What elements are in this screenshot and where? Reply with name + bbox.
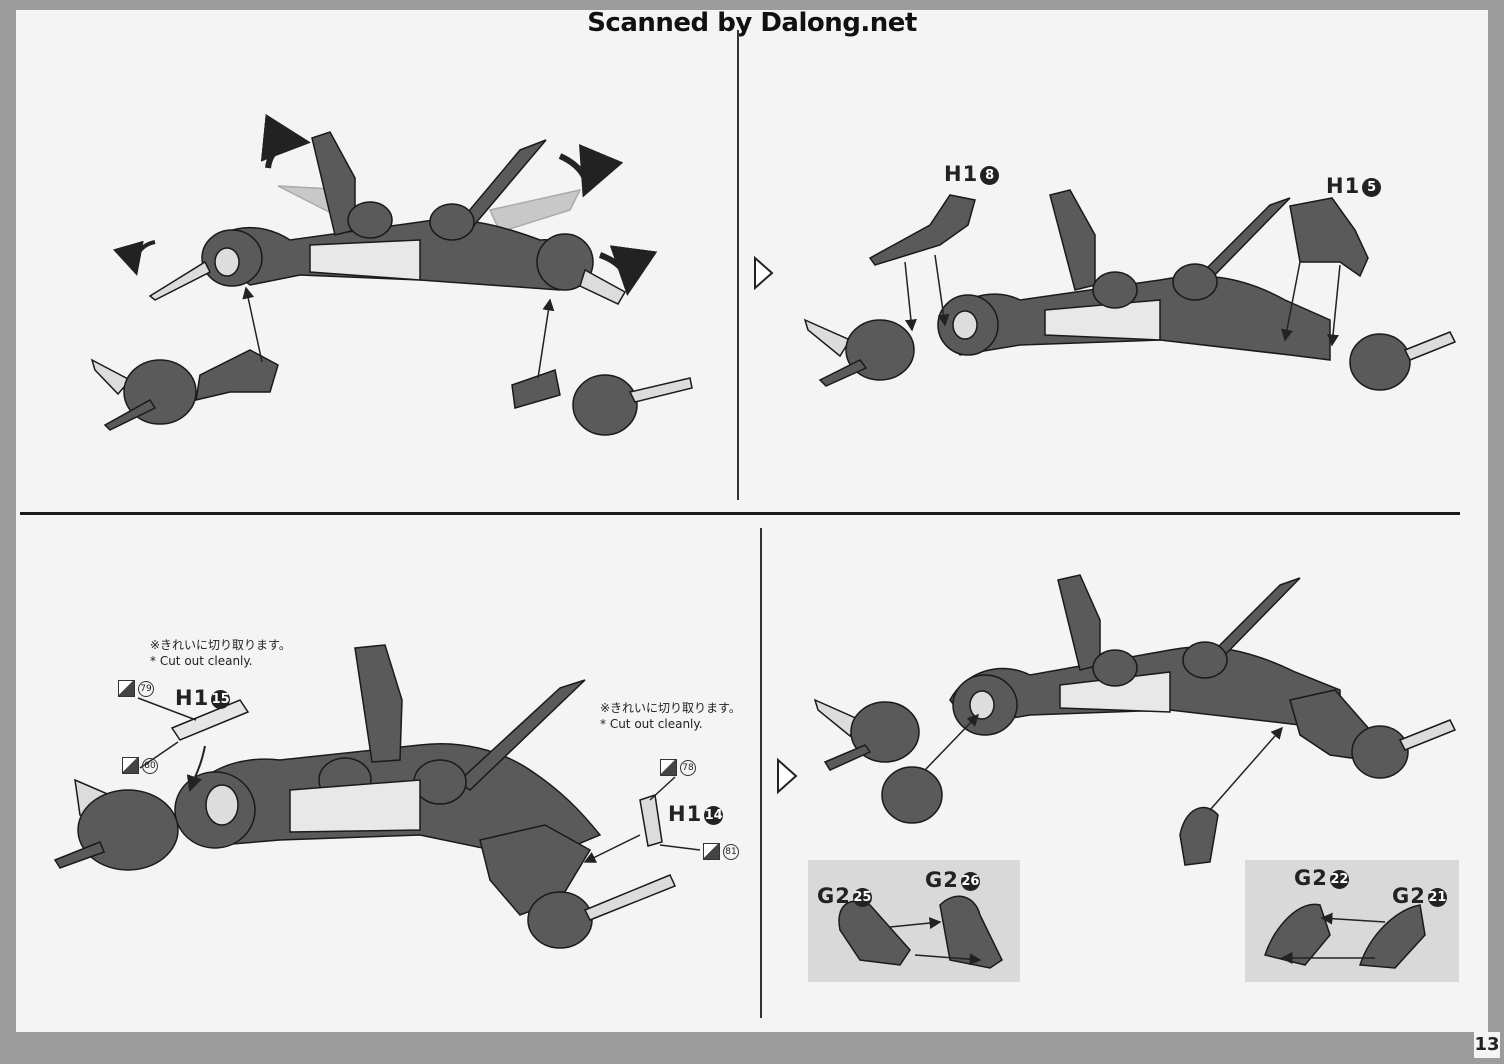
part-number-badge: 21 [1427,888,1447,907]
cut-note-jp: ※きれいに切り取ります。 [600,701,741,715]
runner-name: H1 [175,686,210,710]
part-number-badge: 5 [1362,178,1382,197]
assembly-arrows-top-left [112,113,658,379]
horizontal-divider [20,512,1460,515]
sticker-79: 79 [118,680,154,697]
cut-note-en: * Cut out cleanly. [150,654,253,668]
cut-note-jp: ※きれいに切り取ります。 [150,638,291,652]
runner-name: H1 [668,802,703,826]
step-pointer-icon [754,255,798,795]
sticker-icon [703,843,720,860]
assembly-arrows-top-right [904,254,1341,347]
sticker-81: 81 [703,843,739,860]
cut-note-en: * Cut out cleanly. [600,717,703,731]
sticker-icon [118,680,135,697]
vertical-divider-top [737,30,739,500]
sticker-icon [660,759,677,776]
ship-assembly-bottom-left [53,644,677,949]
watermark: Scanned by Dalong.net [587,8,917,38]
sticker-78: 78 [660,759,696,776]
vertical-divider-bottom [760,528,762,1018]
part-number-badge: 25 [852,888,872,907]
cut-note-left: ※きれいに切り取ります。 * Cut out cleanly. [150,637,291,669]
part-number-badge: 14 [704,806,724,825]
assembly-arrows-bottom-right [889,713,1386,966]
sticker-80: 80 [122,757,158,774]
ship-assembly-top-left [90,131,693,436]
part-number-badge: 15 [211,690,231,709]
runner-name: G2 [1392,884,1426,908]
runner-name: G2 [817,884,851,908]
cut-note-right: ※きれいに切り取ります。 * Cut out cleanly. [600,700,741,732]
runner-name: G2 [925,868,959,892]
instruction-page [16,10,1488,1032]
sticker-number: 78 [680,759,696,776]
runner-name: H1 [1326,174,1361,198]
runner-name: G2 [1294,866,1328,890]
sticker-number: 80 [142,757,158,774]
runner-name: H1 [944,162,979,186]
page-number: 13 [1474,1032,1500,1058]
ship-assembly-top-right [803,189,1457,391]
part-number-badge: 26 [960,872,980,891]
part-number-badge: 22 [1329,870,1349,889]
assembly-arrows-bottom-left [137,697,701,863]
sticker-icon [122,757,139,774]
part-number-badge: 8 [980,166,1000,185]
ship-assembly-bottom-right [813,574,1457,969]
sticker-number: 79 [138,680,154,697]
sticker-number: 81 [723,843,739,860]
